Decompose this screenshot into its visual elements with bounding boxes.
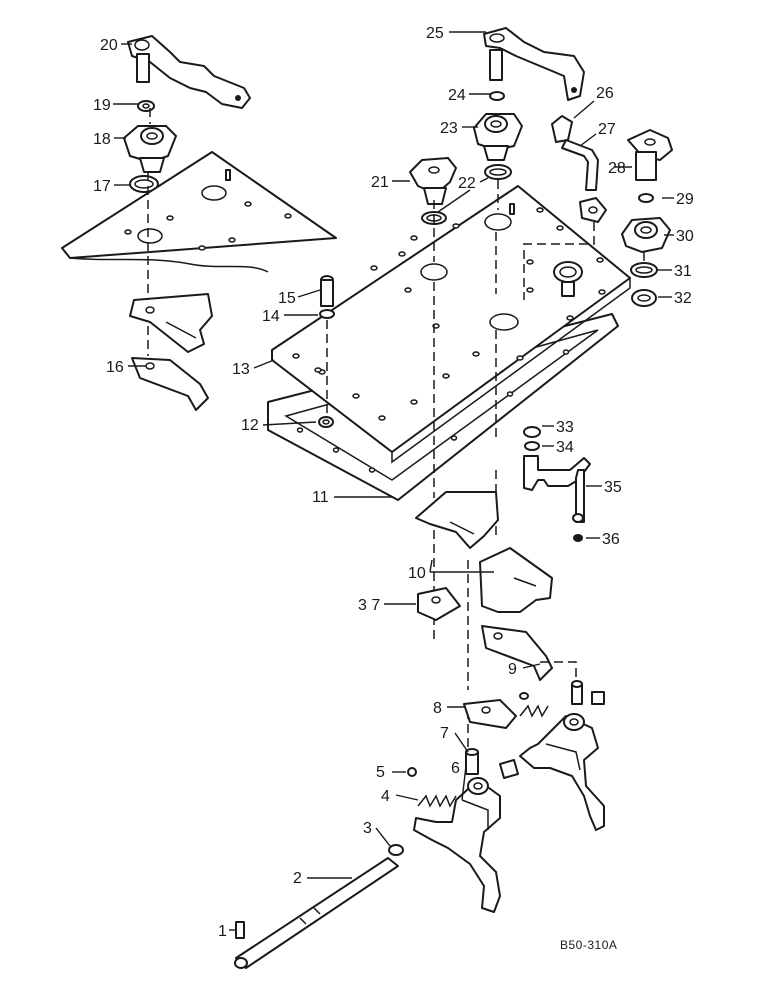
seal-ring-19 <box>137 100 155 112</box>
callout-3: 3 <box>363 820 372 837</box>
detent-pin-right <box>571 680 583 705</box>
callout-6: 6 <box>451 760 460 777</box>
assembly-line-left <box>147 108 151 356</box>
shift-fork-rear <box>519 713 605 831</box>
plug-36 <box>573 534 583 542</box>
callout-33: 33 <box>556 419 574 436</box>
bearing-housing-21 <box>409 157 457 205</box>
callout-15: 15 <box>278 290 296 307</box>
callout-22: 22 <box>458 175 476 192</box>
callout-8: 8 <box>433 700 442 717</box>
spring-4 <box>417 794 457 808</box>
callout-28: 28 <box>608 160 626 177</box>
callout-4: 4 <box>381 788 390 805</box>
o-ring-22-upper <box>484 164 512 180</box>
shift-fork-front <box>413 777 501 913</box>
callout-19: 19 <box>93 97 111 114</box>
callout-2: 2 <box>293 870 302 887</box>
bearing-housing-30 <box>621 217 671 253</box>
callout-20: 20 <box>100 37 118 54</box>
callout-31: 31 <box>674 263 692 280</box>
callout-11: 11 <box>312 489 329 506</box>
shift-block-37 <box>417 587 461 621</box>
lever-28 <box>627 129 673 181</box>
shift-plate-9 <box>481 625 553 681</box>
nut-12 <box>318 416 334 428</box>
callout-1: 1 <box>218 923 227 940</box>
callout-25: 25 <box>426 25 444 42</box>
callout-37: 3 7 <box>358 597 380 614</box>
callout-32: 32 <box>674 290 692 307</box>
ball-5 <box>407 767 417 777</box>
callout-29: 29 <box>676 191 694 208</box>
callout-9: 9 <box>508 661 517 678</box>
callout-18: 18 <box>93 131 111 148</box>
o-ring-17 <box>129 175 159 193</box>
set-screw-fork-front <box>499 759 519 779</box>
bearing-housing-18 <box>123 125 177 173</box>
callout-12: 12 <box>241 417 259 434</box>
pin-1 <box>235 921 245 939</box>
callout-10: 10 <box>408 565 426 582</box>
callout-34: 34 <box>556 439 574 456</box>
detent-pin-7 <box>465 748 479 775</box>
tube-fitting <box>579 197 607 223</box>
callout-24: 24 <box>448 87 466 104</box>
tube-27 <box>561 139 599 191</box>
callout-5: 5 <box>376 764 385 781</box>
shift-bracket-10-upper <box>415 491 499 549</box>
washer-34 <box>524 441 540 451</box>
detent-spring-right <box>519 692 549 718</box>
ring-31 <box>630 262 658 278</box>
shift-plate-16 <box>131 357 209 411</box>
drawing-reference-number: B50-310A <box>560 938 617 952</box>
assembly-line-detent <box>540 661 577 682</box>
seal-ring-24 <box>489 91 505 101</box>
ring-32 <box>631 289 657 307</box>
shift-lever-25 <box>483 27 585 101</box>
washer-14 <box>319 309 335 319</box>
seal-ring-29 <box>638 193 654 203</box>
shift-plate-8 <box>463 699 517 729</box>
bearing-housing-23 <box>473 113 523 161</box>
callout-labels: 1 2 3 4 5 6 7 8 9 10 11 12 13 14 15 16 1… <box>93 25 694 952</box>
leader-lines <box>113 31 674 931</box>
callout-23: 23 <box>440 120 458 137</box>
callout-36: 36 <box>602 531 620 548</box>
nut-33 <box>523 426 541 438</box>
cover-plate-partial <box>61 151 337 273</box>
callout-16: 16 <box>106 359 124 376</box>
lock-clip-3 <box>388 844 404 856</box>
shift-bracket-left <box>129 293 213 353</box>
shift-lever-20 <box>127 35 251 109</box>
callout-27: 27 <box>598 121 616 138</box>
bolt-15 <box>320 275 334 307</box>
shift-bracket-10-lower <box>479 547 553 613</box>
set-screw-fork-rear <box>591 691 605 705</box>
callout-17: 17 <box>93 178 111 195</box>
callout-14: 14 <box>262 308 280 325</box>
callout-7: 7 <box>440 725 449 742</box>
callout-21: 21 <box>371 174 389 191</box>
callout-35: 35 <box>604 479 622 496</box>
callout-26: 26 <box>596 85 614 102</box>
clip-26 <box>551 115 573 143</box>
callout-13: 13 <box>232 361 250 378</box>
cover-plate-13 <box>271 185 631 464</box>
shift-rail-2 <box>234 857 399 969</box>
tube-35 <box>523 455 591 523</box>
callout-30: 30 <box>676 228 694 245</box>
